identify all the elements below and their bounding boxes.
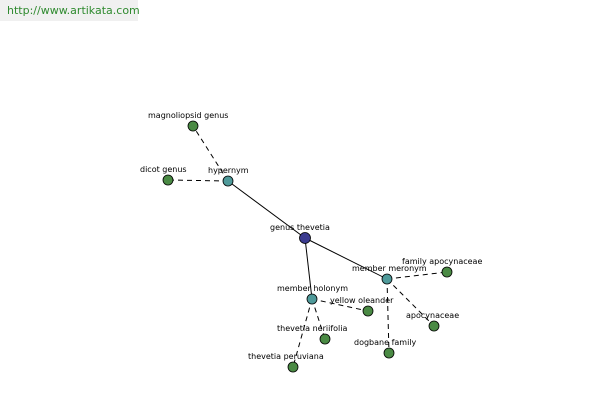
edge-hypernym-to-dicot-genus	[167, 179, 229, 182]
node-label-thevetia-neriifolia[interactable]: thevetia neriifolia	[277, 324, 347, 333]
node-label-genus-thevetia[interactable]: genus thevetia	[270, 223, 330, 232]
node-label-family-apocynaceae[interactable]: family apocynaceae	[402, 257, 482, 266]
graph-node-thevetia-neriifolia[interactable]: thevetia neriifolia	[277, 324, 347, 345]
edge-genus-thevetia-to-member-holonym	[304, 237, 313, 300]
edge-member-holonym-to-thevetia-neriifolia	[311, 298, 326, 340]
graph-node-dogbane-family[interactable]: dogbane family	[354, 338, 417, 359]
graph-node-dicot-genus[interactable]: dicot genus	[140, 165, 187, 186]
nodes-layer: genus thevetia hypernym member meronym memb…	[140, 111, 482, 373]
edge-member-holonym-to-thevetia-peruviana	[292, 298, 313, 368]
edge-member-meronym-to-family-apocynaceae	[386, 271, 448, 280]
edge-hypernym-to-magnoliopsid-genus	[192, 125, 229, 182]
node-label-yellow-oleander[interactable]: yellow oleander	[330, 296, 394, 305]
node-marker-thevetia-peruviana[interactable]	[287, 361, 299, 373]
node-label-member-holonym[interactable]: member holonym	[277, 284, 348, 293]
graph-node-yellow-oleander[interactable]: yellow oleander	[330, 296, 394, 317]
graph-node-apocynaceae[interactable]: apocynaceae	[406, 311, 459, 332]
node-marker-member-holonym[interactable]	[306, 293, 318, 305]
edge-member-meronym-to-dogbane-family	[386, 278, 390, 354]
graph-node-genus-thevetia[interactable]: genus thevetia	[270, 223, 330, 244]
graph-node-magnoliopsid-genus[interactable]: magnoliopsid genus	[148, 111, 228, 132]
edges-layer	[167, 125, 448, 368]
node-marker-yellow-oleander[interactable]	[362, 305, 374, 317]
graph-node-family-apocynaceae[interactable]: family apocynaceae	[402, 257, 482, 278]
node-label-thevetia-peruviana[interactable]: thevetia peruviana	[248, 352, 324, 361]
node-marker-magnoliopsid-genus[interactable]	[187, 120, 199, 132]
node-marker-member-meronym[interactable]	[381, 273, 393, 285]
node-label-magnoliopsid-genus[interactable]: magnoliopsid genus	[148, 111, 228, 120]
node-label-hypernym[interactable]: hypernym	[208, 166, 249, 175]
edge-genus-thevetia-to-hypernym	[227, 180, 306, 239]
node-marker-genus-thevetia[interactable]	[299, 232, 311, 244]
graph-node-member-meronym[interactable]: member meronym	[352, 264, 427, 285]
source-url-banner[interactable]: http://www.artikata.com	[0, 0, 140, 21]
graph-node-hypernym[interactable]: hypernym	[208, 166, 249, 187]
node-label-dicot-genus[interactable]: dicot genus	[140, 165, 187, 174]
node-label-dogbane-family[interactable]: dogbane family	[354, 338, 417, 347]
node-label-member-meronym[interactable]: member meronym	[352, 264, 427, 273]
node-marker-dogbane-family[interactable]	[383, 347, 395, 359]
graph-node-member-holonym[interactable]: member holonym	[277, 284, 348, 305]
edge-member-holonym-to-yellow-oleander	[311, 298, 369, 312]
graph-node-thevetia-peruviana[interactable]: thevetia peruviana	[248, 352, 324, 373]
node-marker-dicot-genus[interactable]	[162, 174, 174, 186]
edge-genus-thevetia-to-member-meronym	[304, 237, 388, 280]
node-label-apocynaceae[interactable]: apocynaceae	[406, 311, 459, 320]
node-marker-apocynaceae[interactable]	[428, 320, 440, 332]
edge-member-meronym-to-apocynaceae	[386, 278, 435, 327]
node-marker-family-apocynaceae[interactable]	[441, 266, 453, 278]
node-marker-hypernym[interactable]	[222, 175, 234, 187]
node-marker-thevetia-neriifolia[interactable]	[319, 333, 331, 345]
